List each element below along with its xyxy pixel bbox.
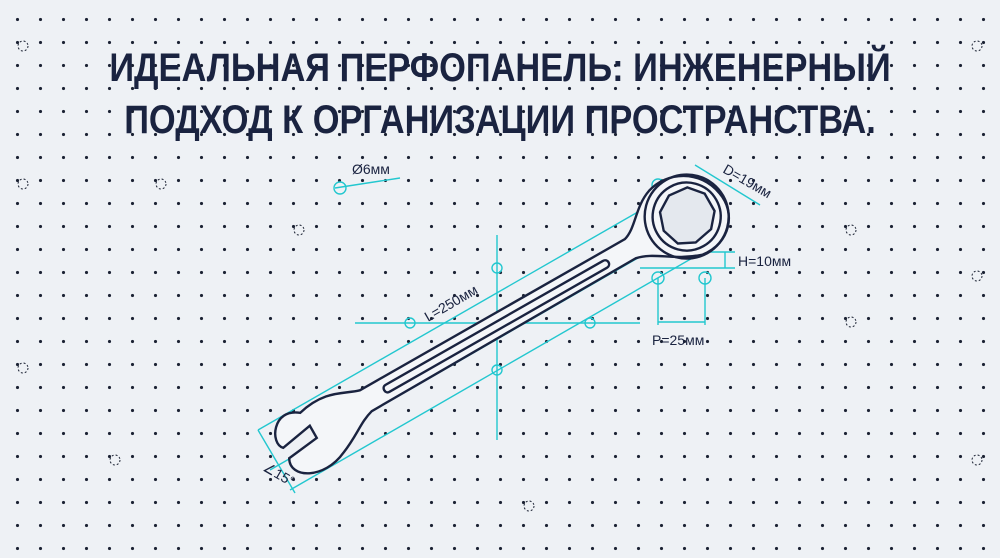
length-label: L=250мм (422, 281, 481, 324)
wrench-illustration (274, 173, 731, 475)
title-line-1: ИДЕАЛЬНАЯ ПЕРФОПАНЕЛЬ: ИНЖЕНЕРНЫЙ (109, 46, 891, 90)
pitch-label: P=25мм (652, 332, 704, 348)
hole-diameter-label: Ø6мм (352, 161, 390, 177)
height-label: H=10мм (738, 253, 791, 269)
page-title: ИДЕАЛЬНАЯ ПЕРФОПАНЕЛЬ: ИНЖЕНЕРНЫЙ ПОДХОД… (0, 42, 1000, 146)
dashed-holes (17, 40, 983, 512)
title-line-2: ПОДХОД К ОРГАНИЗАЦИИ ПРОСТРАНСТВА. (124, 98, 876, 142)
box-diameter-label: D=19мм (721, 161, 775, 201)
